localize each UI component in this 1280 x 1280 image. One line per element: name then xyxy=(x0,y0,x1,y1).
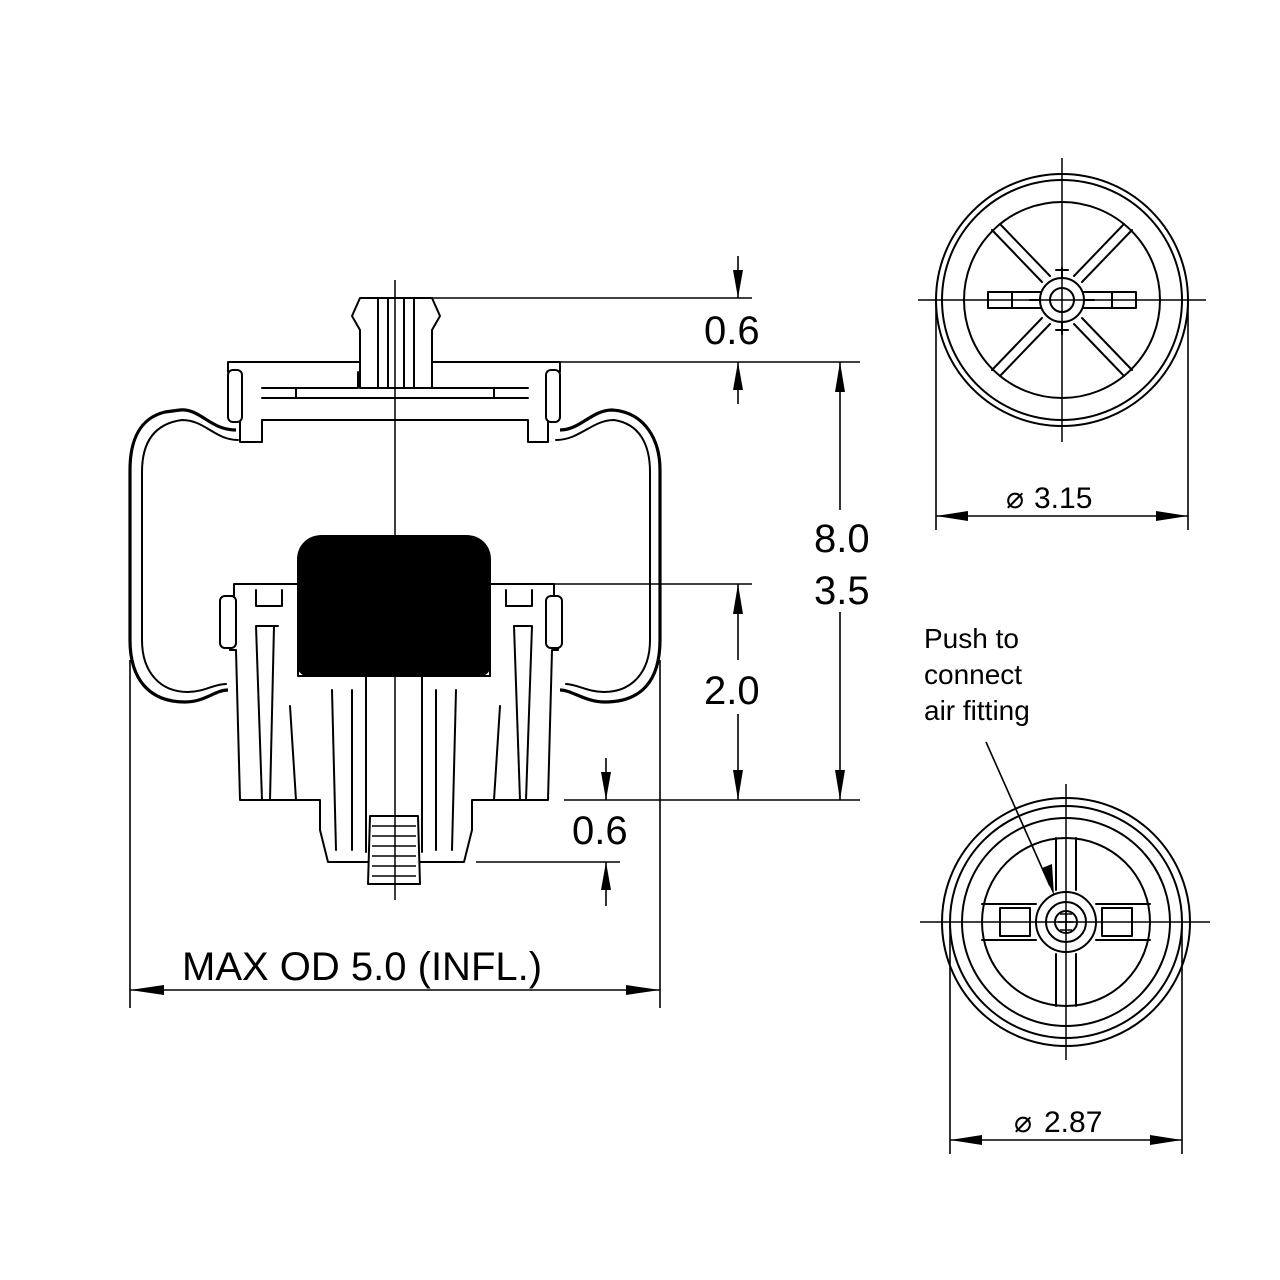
dim-bottom-view-diameter-symbol: ⌀ xyxy=(1014,1106,1032,1139)
arrowhead xyxy=(626,985,660,995)
arrowhead xyxy=(130,985,164,995)
bottom-stud xyxy=(367,815,421,885)
arrowhead xyxy=(733,362,743,390)
dim-bottom-view-diameter-label: 2.87 xyxy=(1044,1106,1102,1139)
dim-piston-label: 2.0 xyxy=(704,669,760,713)
od-label-mask xyxy=(178,944,608,988)
arrowhead xyxy=(936,511,968,521)
arrowhead xyxy=(601,772,611,800)
bottom-stud-threads xyxy=(372,825,416,877)
dim-top-view-diameter-label: 3.15 xyxy=(1034,482,1092,515)
arrowhead xyxy=(733,584,743,614)
dim-bottom-stud-label: 0.6 xyxy=(572,809,628,853)
bottom-view-webs xyxy=(981,837,1151,1007)
note-leader xyxy=(985,741,1051,887)
top-view: ⌀ 3.15 xyxy=(918,158,1206,530)
arrowhead xyxy=(835,770,845,800)
bellows-outline xyxy=(128,408,662,704)
top-stud-ribs xyxy=(377,297,415,389)
arrowhead xyxy=(1150,1135,1182,1145)
top-view-spokes xyxy=(991,223,1133,377)
piston-body xyxy=(229,583,559,863)
top-stud xyxy=(351,297,441,389)
arrowhead xyxy=(601,862,611,890)
piston-ribs xyxy=(255,589,533,853)
note-line-1: Push to xyxy=(924,623,1019,654)
rubber-bumper xyxy=(297,535,491,677)
arrowhead xyxy=(1156,511,1188,521)
bottom-view: Push to connect air fitting ⌀ 2.87 xyxy=(920,623,1210,1154)
dim-max-od-label: MAX OD 5.0 (INFL.) xyxy=(182,945,542,989)
note-line-2: connect xyxy=(924,659,1022,690)
dim-top-view-diameter-symbol: ⌀ xyxy=(1006,482,1024,515)
dim-overall-compressed-label: 3.5 xyxy=(814,569,870,613)
arrowhead xyxy=(950,1135,982,1145)
arrowhead xyxy=(835,362,845,392)
side-view: 0.6 8.0 3.5 2.0 0.6 MAX OD 5.0 (INFL.) xyxy=(128,256,870,1008)
note-line-3: air fitting xyxy=(924,695,1030,726)
top-crimp-right xyxy=(545,369,561,423)
bottom-crimp-right xyxy=(545,595,563,649)
top-crimp-left xyxy=(227,369,243,423)
bellows-inner xyxy=(141,419,651,693)
dim-top-stud-label: 0.6 xyxy=(704,309,760,353)
leader-arrowhead xyxy=(1042,864,1054,896)
dim-overall-extended-label: 8.0 xyxy=(814,517,870,561)
bottom-crimp-left xyxy=(219,595,237,649)
arrowhead xyxy=(733,770,743,800)
arrowhead xyxy=(733,270,743,298)
